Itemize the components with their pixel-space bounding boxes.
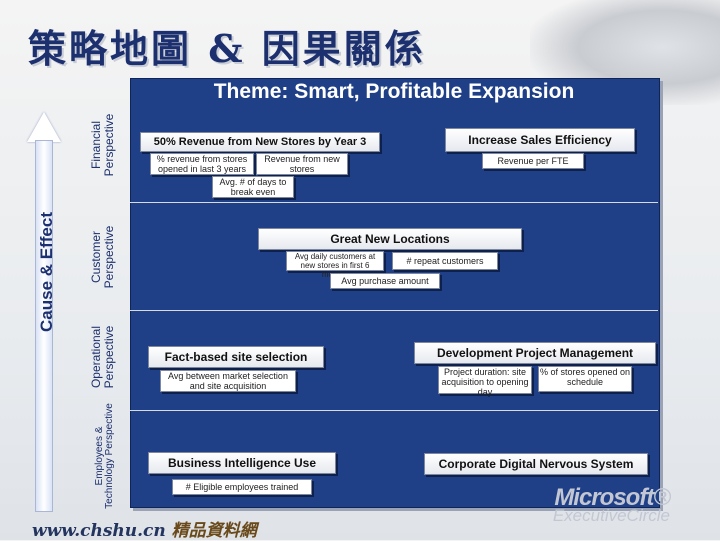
measure-project-duration: Project duration: site acquisition to op…: [438, 366, 532, 394]
objective-fact-based-site-selection: Fact-based site selection: [148, 346, 324, 368]
objective-business-intelligence-use: Business Intelligence Use: [148, 452, 336, 474]
perspective-operational: Operational Perspective: [90, 302, 116, 412]
footer-cn-text: 精品資料網: [172, 521, 257, 541]
slide-title: 策略地圖 & 因果關係: [28, 18, 426, 73]
theme-title: Theme: Smart, Profitable Expansion: [130, 80, 658, 104]
cause-effect-arrow-head: [27, 112, 61, 142]
perspective-financial: Financial Perspective: [90, 90, 116, 200]
footer-website: www.chshu.cn 精品資料網: [32, 516, 257, 541]
divider-customer-operational: [130, 310, 658, 311]
objective-great-new-locations: Great New Locations: [258, 228, 522, 250]
footer-url: www.chshu.cn: [32, 521, 166, 541]
logo-subtitle: ExecutiveCircle: [470, 506, 670, 526]
measure-avg-purchase-amount: Avg purchase amount: [330, 273, 440, 289]
objective-corporate-digital-nervous-system: Corporate Digital Nervous System: [424, 453, 648, 475]
measure-market-to-site-acquisition: Avg between market selection and site ac…: [160, 370, 296, 392]
measure-eligible-employees-trained: # Eligible employees trained: [172, 479, 312, 495]
measure-stores-opened-on-schedule: % of stores opened on schedule: [538, 366, 632, 392]
perspective-customer: Customer Perspective: [90, 202, 116, 312]
measure-revenue-per-fte: Revenue per FTE: [482, 153, 584, 169]
cause-effect-label: Cause & Effect: [37, 187, 57, 357]
objective-increase-sales-efficiency: Increase Sales Efficiency: [445, 128, 635, 152]
divider-financial-customer: [130, 202, 658, 203]
measure-avg-daily-customers: Avg daily customers at new stores in fir…: [286, 251, 384, 271]
measure-revenue-recent-stores: % revenue from stores opened in last 3 y…: [150, 153, 254, 175]
divider-operational-employees: [130, 410, 658, 411]
objective-development-project-management: Development Project Management: [414, 342, 656, 364]
perspective-employees-technology: Employees & Technology Perspective: [95, 401, 115, 511]
measure-repeat-customers: # repeat customers: [392, 252, 498, 270]
measure-revenue-new-stores: Revenue from new stores: [256, 153, 348, 175]
measure-days-break-even: Avg. # of days to break even: [212, 176, 294, 198]
microsoft-executive-circle-logo: Microsoft® ExecutiveCircle: [470, 484, 670, 526]
objective-revenue-new-stores: 50% Revenue from New Stores by Year 3: [140, 132, 380, 152]
